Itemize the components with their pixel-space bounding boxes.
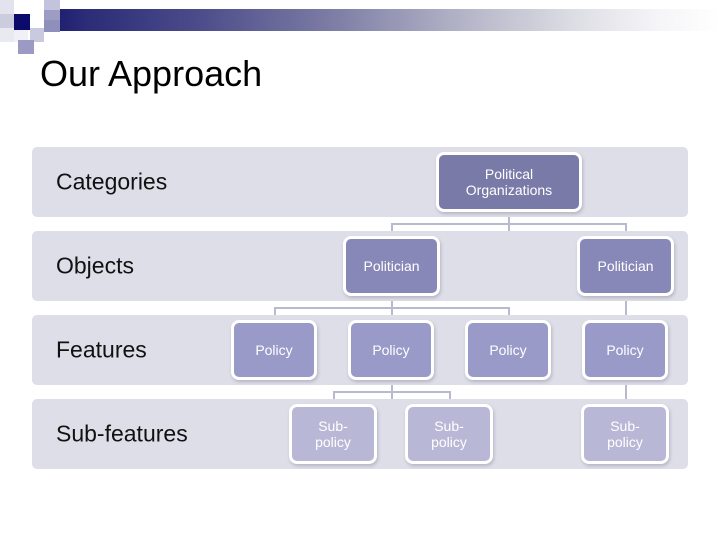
node-politician-1-label: Politician: [363, 257, 420, 274]
node-subpolicy-3[interactable]: Sub- policy: [581, 404, 669, 464]
node-subpolicy-2-line2: policy: [431, 434, 467, 450]
connector-policy2-drop: [391, 307, 393, 315]
connector-politician1-drop: [391, 223, 393, 231]
mosaic-square: [0, 14, 14, 28]
band-label-objects: Objects: [56, 252, 134, 279]
node-subpolicy-2-line1: Sub-: [434, 417, 464, 434]
gradient-bar: [44, 9, 720, 31]
mosaic-square-dark: [14, 14, 30, 30]
node-policy-2-label: Policy: [372, 341, 410, 358]
node-politician-1[interactable]: Politician: [343, 236, 440, 296]
node-politician-2[interactable]: Politician: [577, 236, 674, 296]
node-policy-2[interactable]: Policy: [348, 320, 434, 380]
node-policy-4[interactable]: Policy: [582, 320, 668, 380]
connector-subpolicy2-drop: [449, 391, 451, 399]
connector-policy3-drop: [508, 307, 510, 315]
mosaic-square: [0, 0, 14, 14]
connector-policy2-bus: [333, 391, 451, 393]
mosaic-square: [44, 0, 60, 10]
band-label-categories: Categories: [56, 168, 168, 195]
node-policy-1-label: Policy: [255, 341, 293, 358]
band-categories: Categories: [32, 147, 688, 217]
node-subpolicy-2[interactable]: Sub- policy: [405, 404, 493, 464]
band-label-subfeatures: Sub-features: [56, 420, 188, 447]
node-subpolicy-1-line1: Sub-: [318, 417, 348, 434]
mosaic-square: [30, 14, 44, 28]
node-policy-4-label: Policy: [606, 341, 644, 358]
connector-politician2-drop: [625, 223, 627, 231]
connector-politician2-to-policy4: [625, 301, 627, 315]
mosaic-square: [44, 20, 60, 32]
connector-policy1-drop: [274, 307, 276, 315]
node-political-organizations-line2: Organizations: [465, 182, 553, 198]
mosaic-square: [0, 28, 14, 42]
node-politician-2-label: Politician: [597, 257, 654, 274]
connector-subpolicy1-drop: [333, 391, 335, 399]
node-political-organizations-line1: Political: [484, 165, 534, 182]
connector-polorg-bus: [391, 223, 626, 225]
mosaic-square: [30, 28, 44, 42]
approach-hierarchy-diagram: Categories Objects Features Sub-features…: [32, 147, 688, 473]
node-subpolicy-1[interactable]: Sub- policy: [289, 404, 377, 464]
node-policy-3-label: Policy: [489, 341, 527, 358]
decorative-header: [0, 0, 720, 54]
node-subpolicy-3-line1: Sub-: [610, 417, 640, 434]
mosaic-square: [18, 40, 34, 54]
band-label-features: Features: [56, 336, 147, 363]
node-policy-3[interactable]: Policy: [465, 320, 551, 380]
node-political-organizations[interactable]: Political Organizations: [436, 152, 582, 212]
mosaic-square: [30, 0, 44, 14]
mosaic-square: [14, 28, 28, 42]
node-subpolicy-3-line2: policy: [607, 434, 643, 450]
node-policy-1[interactable]: Policy: [231, 320, 317, 380]
connector-policy4-to-subpolicy3: [625, 385, 627, 399]
page-title: Our Approach: [40, 53, 263, 94]
node-subpolicy-1-line2: policy: [315, 434, 351, 450]
mosaic-square: [44, 10, 60, 20]
